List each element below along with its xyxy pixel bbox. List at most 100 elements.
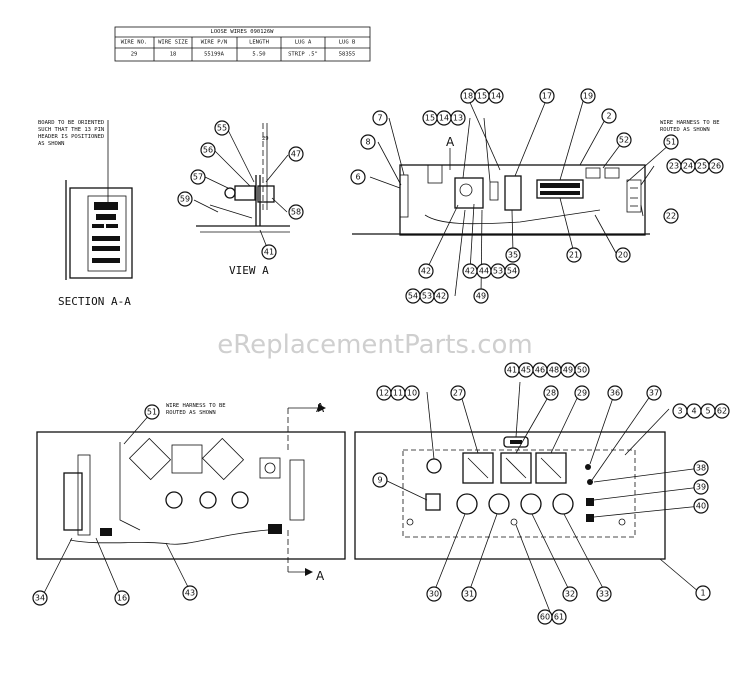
svg-text:10: 10	[407, 389, 417, 398]
svg-text:28: 28	[546, 389, 556, 398]
svg-text:32: 32	[565, 590, 575, 599]
callout-41: 41	[261, 244, 277, 260]
callout-28: 28	[543, 385, 559, 401]
svg-text:38: 38	[696, 464, 706, 473]
svg-text:9: 9	[377, 476, 382, 485]
top-right-assembly: A WIRE HARNESS TO BE ROUTED AS SHOWN	[352, 120, 720, 236]
callout-22: 22	[663, 208, 679, 224]
harness-note-line: WIRE HARNESS TO BE	[166, 403, 226, 409]
svg-text:44: 44	[479, 267, 489, 276]
callout-42-a: 42	[418, 263, 434, 279]
svg-text:40: 40	[696, 502, 706, 511]
callout-61: 61	[551, 609, 567, 625]
svg-text:12: 12	[379, 389, 389, 398]
callout-58: 58	[288, 204, 304, 220]
svg-text:30: 30	[429, 590, 439, 599]
callout-38: 38	[693, 460, 709, 476]
section-marker-label: A	[446, 135, 455, 149]
bottom-right-panel	[354, 431, 666, 560]
svg-text:58: 58	[291, 208, 301, 217]
callout-56: 56	[200, 142, 216, 158]
callout-49: 49	[473, 288, 489, 304]
wire-table-header: WIRE P/N	[201, 40, 228, 46]
arrow-label-bottom: A	[316, 569, 325, 583]
svg-text:5: 5	[705, 407, 710, 416]
watermark: eReplacementParts.com	[217, 330, 533, 360]
board-note-line: BOARD TO BE ORIENTED	[38, 120, 104, 126]
svg-text:15: 15	[425, 114, 435, 123]
harness-note-line: ROUTED AS SHOWN	[660, 127, 710, 133]
view-caption: VIEW A	[229, 264, 269, 277]
wire-table-header: LUG A	[295, 40, 312, 46]
callout-8: 8	[360, 134, 376, 150]
svg-text:34: 34	[35, 594, 45, 603]
callout-16: 16	[114, 590, 130, 606]
svg-text:36: 36	[610, 389, 620, 398]
loose-wire-table: LOOSE WIRES 090126W WIRE NO. WIRE SIZE W…	[114, 26, 371, 62]
callout-57: 57	[190, 169, 206, 185]
section-caption: SECTION A-A	[58, 295, 131, 308]
svg-text:13: 13	[453, 114, 463, 123]
callout-1: 1	[695, 585, 711, 601]
svg-text:14: 14	[439, 114, 449, 123]
callout-6: 6	[350, 169, 366, 185]
wire-table-cell: 58355	[339, 52, 356, 58]
svg-text:59: 59	[180, 195, 190, 204]
wire-table-header: LUG B	[339, 40, 356, 46]
wire-table-header: WIRE NO.	[121, 40, 148, 46]
callout-52: 52	[616, 132, 632, 148]
view-a: 29 VIEW A	[196, 123, 290, 277]
svg-text:42: 42	[465, 267, 475, 276]
callout-24: 24	[680, 158, 696, 174]
svg-text:35: 35	[508, 251, 518, 260]
callout-23: 23	[666, 158, 682, 174]
wire-table-cell: 55199A	[204, 52, 225, 58]
svg-text:33: 33	[599, 590, 609, 599]
svg-text:17: 17	[542, 92, 552, 101]
callout-62: 62	[714, 403, 730, 419]
wire-table-header: LENGTH	[249, 40, 269, 46]
callout-60: 60	[537, 609, 553, 625]
callout-45: 45	[518, 362, 534, 378]
callout-26: 26	[708, 158, 724, 174]
svg-text:18: 18	[463, 92, 473, 101]
board-note-line: SUCH THAT THE 13 PIN	[38, 127, 104, 133]
svg-text:2: 2	[606, 112, 611, 121]
svg-text:49: 49	[563, 366, 573, 375]
svg-text:37: 37	[649, 389, 659, 398]
svg-text:6: 6	[355, 173, 360, 182]
callout-10: 10	[404, 385, 420, 401]
svg-text:41: 41	[264, 248, 274, 257]
view-a-wire-label: 29	[262, 136, 269, 142]
svg-text:51: 51	[147, 408, 157, 417]
svg-text:27: 27	[453, 389, 463, 398]
callout-13: 13	[450, 110, 466, 126]
callout-12: 12	[376, 385, 392, 401]
callout-3: 3	[672, 403, 688, 419]
svg-text:57: 57	[193, 173, 203, 182]
svg-text:48: 48	[549, 366, 559, 375]
callout-9: 9	[372, 472, 388, 488]
svg-text:11: 11	[393, 389, 403, 398]
callout-46: 46	[532, 362, 548, 378]
callout-25: 25	[694, 158, 710, 174]
callout-59: 59	[177, 191, 193, 207]
callout-53-a: 53	[490, 263, 506, 279]
callout-48: 48	[546, 362, 562, 378]
callout-51-b: 51	[144, 404, 160, 420]
svg-text:23: 23	[669, 162, 679, 171]
callout-5: 5	[700, 403, 716, 419]
callout-49-b: 49	[560, 362, 576, 378]
callout-37: 37	[646, 385, 662, 401]
svg-text:7: 7	[377, 114, 382, 123]
callout-4: 4	[686, 403, 702, 419]
svg-text:43: 43	[185, 589, 195, 598]
callout-51: 51	[663, 134, 679, 150]
callout-33: 33	[596, 586, 612, 602]
callout-41-b: 41	[504, 362, 520, 378]
harness-note-line: WIRE HARNESS TO BE	[660, 120, 720, 126]
svg-text:1: 1	[700, 589, 705, 598]
callout-50: 50	[574, 362, 590, 378]
callout-54-a: 54	[504, 263, 520, 279]
svg-text:31: 31	[464, 590, 474, 599]
